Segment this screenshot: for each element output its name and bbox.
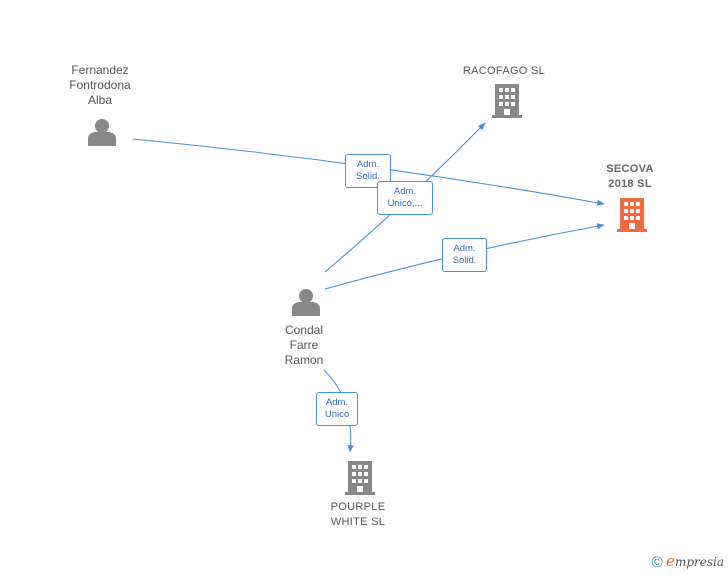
edge-label-condal-racofago: Adm. Unico,...: [377, 181, 433, 215]
edge-label-condal-pourple: Adm. Unico: [316, 392, 358, 426]
brand-logo-initial: e: [666, 552, 675, 570]
node-label-condal[interactable]: Condal Farre Ramon: [284, 323, 324, 367]
node-label-secova[interactable]: SECOVA 2018 SL: [606, 163, 654, 190]
person-icon[interactable]: [88, 119, 116, 146]
node-label-fernandez[interactable]: Fernandez Fontrodona Alba: [69, 63, 131, 107]
focus-building-icon[interactable]: [617, 198, 647, 232]
copyright-icon: ©: [651, 554, 663, 571]
edge-label-condal-secova: Adm. Solid.: [442, 238, 487, 272]
building-icon[interactable]: [345, 461, 375, 495]
brand-footer: © empresia: [652, 552, 724, 571]
building-icon[interactable]: [492, 84, 522, 118]
node-label-pourple[interactable]: POURPLE WHITE SL: [330, 501, 386, 528]
brand-logo-text: mpresia: [674, 555, 724, 569]
person-icon[interactable]: [292, 289, 320, 316]
node-label-racofago[interactable]: RACOFAGO SL: [462, 65, 546, 77]
